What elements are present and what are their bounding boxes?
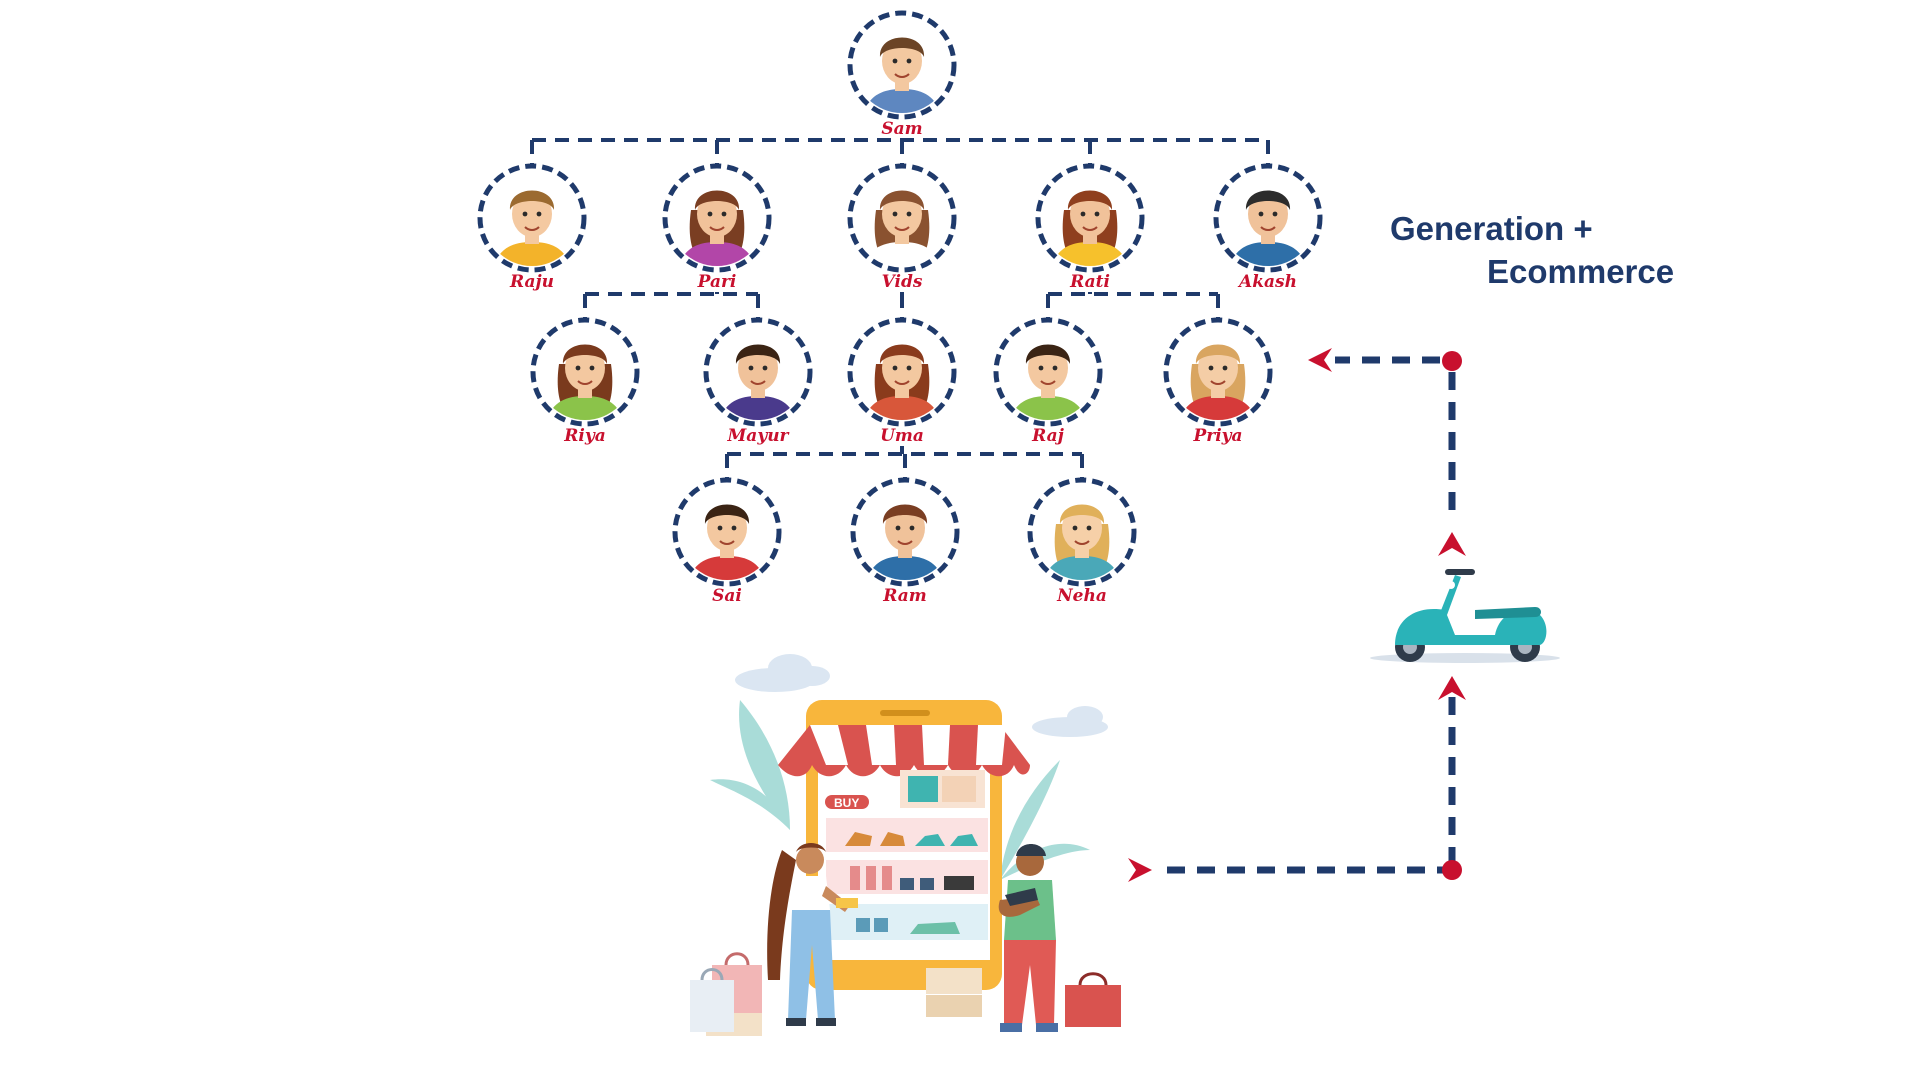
arrow-head-icon	[1308, 348, 1332, 372]
avatar-ring	[847, 317, 957, 427]
node-name: Sai	[712, 586, 742, 606]
delivery-dot-top	[1442, 351, 1462, 371]
avatar-icon	[854, 324, 950, 420]
mobile-store-illustration: BUY	[690, 654, 1121, 1036]
node-name: Raju	[509, 272, 554, 292]
woman-shopper	[767, 843, 858, 1026]
avatar-ring	[1163, 317, 1273, 427]
arrow-head-icon	[1128, 858, 1152, 882]
avatar-ring	[847, 10, 957, 120]
buy-badge	[825, 795, 869, 809]
avatar-icon	[537, 324, 633, 420]
arrow-head-icon	[1438, 676, 1466, 700]
tree-node-pari: Pari	[662, 163, 772, 292]
tree-node-uma: Uma	[847, 317, 957, 446]
node-name: Ram	[882, 586, 927, 606]
avatar-icon	[669, 170, 765, 266]
avatar-ring	[1035, 163, 1145, 273]
node-name: Raj	[1031, 426, 1065, 446]
avatar-ring	[703, 317, 813, 427]
node-name: Priya	[1192, 426, 1242, 446]
tree-node-sam: Sam	[847, 10, 957, 139]
node-name: Vids	[882, 272, 923, 292]
cloud-icon	[735, 654, 830, 692]
tree-node-ram: Ram	[850, 477, 960, 606]
node-name: Rati	[1069, 272, 1110, 292]
delivery-dot-bottom	[1442, 860, 1462, 880]
avatar-icon	[854, 17, 950, 113]
buy-label: BUY	[834, 796, 859, 810]
avatar-icon	[854, 170, 950, 266]
box	[926, 995, 982, 1017]
node-name: Riya	[563, 426, 605, 446]
cloud-icon	[1032, 706, 1108, 737]
title-line-2: Ecommerce	[1487, 253, 1674, 290]
node-name: Uma	[880, 426, 924, 446]
node-name: Akash	[1237, 272, 1297, 292]
avatar-ring	[662, 163, 772, 273]
tree-node-neha: Neha	[1027, 477, 1137, 606]
avatar-icon	[1000, 324, 1096, 420]
box	[926, 968, 982, 994]
avatar-icon	[857, 484, 953, 580]
tree-node-sai: Sai	[672, 477, 782, 606]
man-shopper	[998, 844, 1058, 1032]
avatar-ring	[850, 477, 960, 587]
avatar-ring	[847, 163, 957, 273]
leaf-icon	[710, 700, 1090, 880]
avatar-ring	[1213, 163, 1323, 273]
shopping-bag-icon	[690, 968, 734, 1032]
scooter-icon	[1370, 569, 1560, 663]
delivery-path	[1128, 348, 1466, 882]
avatar-icon	[1034, 484, 1130, 580]
avatar-ring	[993, 317, 1103, 427]
tree-node-priya: Priya	[1163, 317, 1273, 446]
avatar-icon	[710, 324, 806, 420]
avatar-icon	[1042, 170, 1138, 266]
avatar-icon	[679, 484, 775, 580]
title-line-1: Generation +	[1390, 210, 1593, 247]
store-shelves: BUY	[825, 770, 988, 940]
tree-node-vids: Vids	[847, 163, 957, 292]
tree-node-mayur: Mayur	[703, 317, 813, 446]
tree-node-raju: Raju	[477, 163, 587, 292]
store-awning	[778, 725, 1030, 777]
arrow-head-icon	[1438, 532, 1466, 556]
node-name: Mayur	[726, 426, 789, 446]
tree-node-akash: Akash	[1213, 163, 1323, 292]
node-name: Neha	[1056, 586, 1107, 606]
avatar-ring	[672, 477, 782, 587]
node-name: Pari	[697, 272, 737, 292]
tree-node-raj: Raj	[993, 317, 1103, 446]
node-name: Sam	[881, 119, 922, 139]
tree-node-rati: Rati	[1035, 163, 1145, 292]
shopping-bag-icon	[1065, 972, 1121, 1027]
avatar-ring	[530, 317, 640, 427]
avatar-icon	[484, 170, 580, 266]
avatar-ring	[1027, 477, 1137, 587]
tree-node-riya: Riya	[530, 317, 640, 446]
avatar-icon	[1170, 324, 1266, 420]
avatar-icon	[1220, 170, 1316, 266]
tree-connectors	[530, 138, 1270, 480]
avatar-ring	[477, 163, 587, 273]
